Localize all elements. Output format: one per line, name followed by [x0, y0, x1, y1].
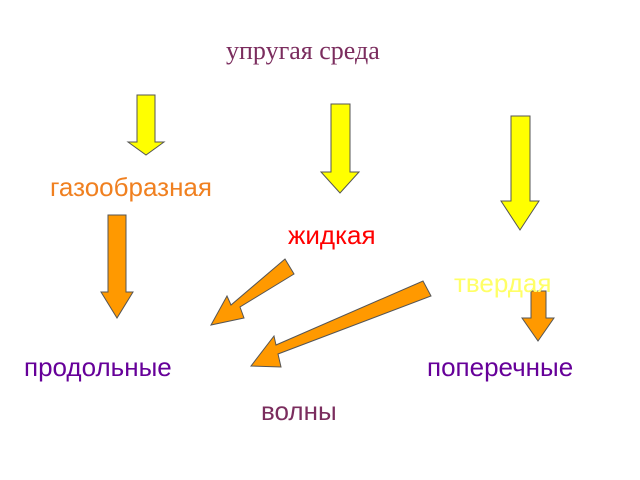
- diagram-title: упругая среда: [226, 36, 380, 65]
- wave-transverse-label: поперечные: [427, 352, 574, 382]
- waves-label: волны: [261, 396, 337, 426]
- arrow-liquid-to-waves: [250, 280, 432, 368]
- arrow-to-solid: [500, 115, 540, 231]
- medium-solid-label: твердая: [454, 268, 552, 298]
- medium-gas-label: газообразная: [50, 172, 212, 202]
- arrow-liquid-to-longitudinal: [210, 258, 295, 326]
- arrow-to-gas: [126, 94, 166, 156]
- arrow-solid-to-transverse: [521, 290, 555, 342]
- arrow-gas-to-longitudinal: [100, 214, 134, 319]
- wave-longitudinal-label: продольные: [24, 352, 172, 382]
- medium-liquid-label: жидкая: [288, 220, 376, 250]
- arrow-to-liquid: [319, 103, 361, 194]
